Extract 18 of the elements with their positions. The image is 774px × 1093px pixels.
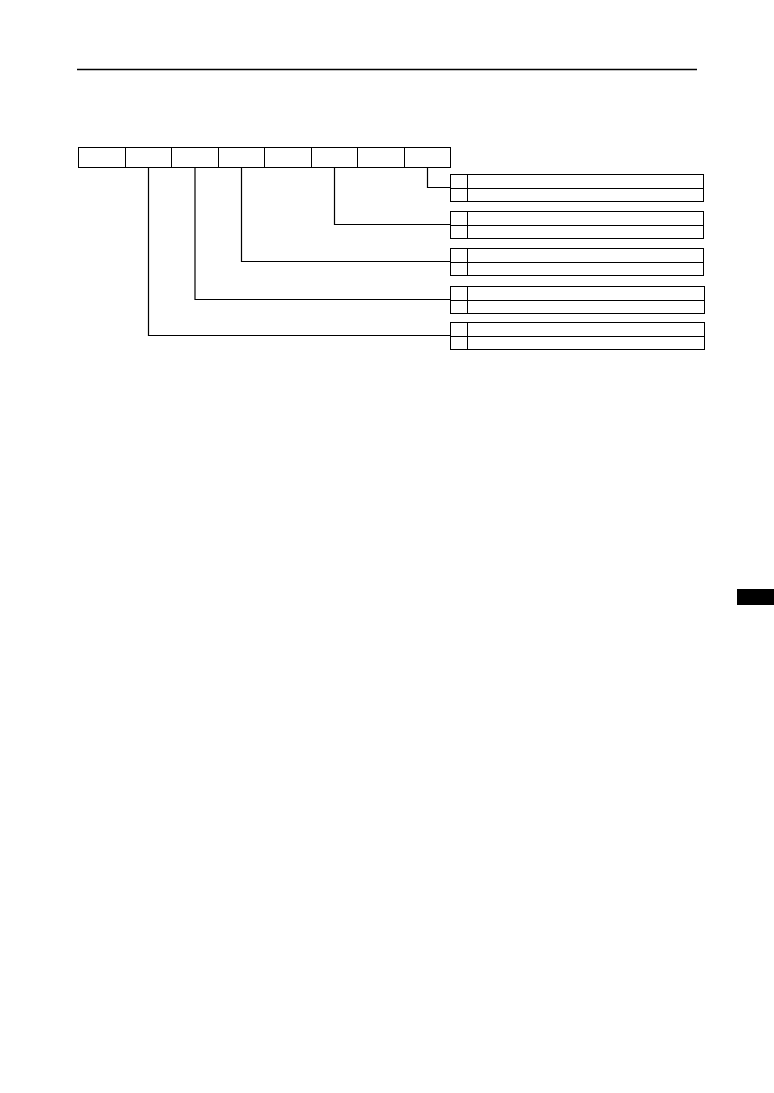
description-table bbox=[450, 322, 705, 350]
register-bit-cell bbox=[171, 147, 219, 168]
description-table bbox=[450, 211, 704, 239]
register-bit-cell bbox=[78, 147, 126, 168]
register-bit-cell bbox=[357, 147, 405, 168]
connector-line bbox=[426, 167, 451, 189]
description-table bbox=[450, 248, 704, 276]
register-bit-cell bbox=[218, 147, 265, 168]
description-table bbox=[450, 174, 704, 202]
connector-line bbox=[240, 167, 451, 263]
register-bit-cell bbox=[404, 147, 451, 168]
register-bit-cell bbox=[125, 147, 172, 168]
description-table bbox=[450, 286, 705, 314]
connector-line bbox=[194, 167, 451, 301]
register-bit-cell bbox=[311, 147, 358, 168]
register-bit-cell bbox=[264, 147, 312, 168]
connector-line bbox=[147, 167, 451, 337]
connector-line bbox=[333, 167, 451, 226]
